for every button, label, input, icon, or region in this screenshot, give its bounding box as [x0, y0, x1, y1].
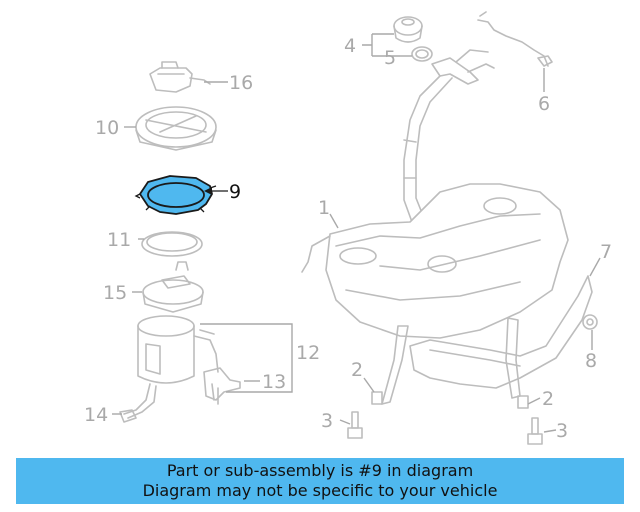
filler-neck [403, 49, 495, 223]
part-13-bracket [203, 367, 241, 405]
callout-4: 4 [344, 35, 356, 57]
callout-3-left: 3 [321, 410, 333, 432]
part-5-seal [411, 46, 433, 62]
part-9-highlighted [134, 175, 217, 215]
part-2-strap-ends [371, 391, 529, 409]
callout-5: 5 [384, 47, 396, 69]
callout-3-right: 3 [556, 420, 568, 442]
callout-12: 12 [296, 342, 320, 364]
callout-labels: 16 10 9 11 15 12 13 14 4 5 6 1 7 8 2 2 3… [84, 35, 612, 442]
callout-16: 16 [229, 72, 253, 94]
part-7-heat-shield [409, 275, 593, 389]
part-11-gasket [141, 231, 203, 257]
part-4-filler-cap [393, 16, 423, 43]
callout-14: 14 [84, 404, 108, 426]
callout-7: 7 [600, 241, 612, 263]
part-1-fuel-tank [301, 183, 569, 339]
callout-9: 9 [229, 181, 241, 203]
part-16-clip [149, 61, 211, 93]
callout-8: 8 [585, 350, 597, 372]
callout-13: 13 [262, 371, 286, 393]
part-8-grommet [582, 314, 598, 330]
callout-2-left: 2 [351, 359, 363, 381]
callout-2-right: 2 [542, 388, 554, 410]
info-banner: Part or sub-assembly is #9 in diagram Di… [16, 458, 624, 504]
part-12-fuel-pump-module [123, 261, 219, 419]
callout-15: 15 [103, 282, 127, 304]
leader-lines [112, 33, 601, 433]
callout-1: 1 [318, 197, 330, 219]
callout-11: 11 [107, 229, 131, 251]
banner-line-2: Diagram may not be specific to your vehi… [142, 481, 498, 500]
part-3-bolts [347, 411, 543, 445]
part-14-connector [119, 409, 137, 423]
part-10-lock-ring [135, 106, 217, 151]
part-6-vent-hose [477, 11, 553, 67]
callout-6: 6 [538, 93, 550, 115]
banner-line-1: Part or sub-assembly is #9 in diagram [166, 461, 474, 480]
callout-10: 10 [95, 117, 119, 139]
